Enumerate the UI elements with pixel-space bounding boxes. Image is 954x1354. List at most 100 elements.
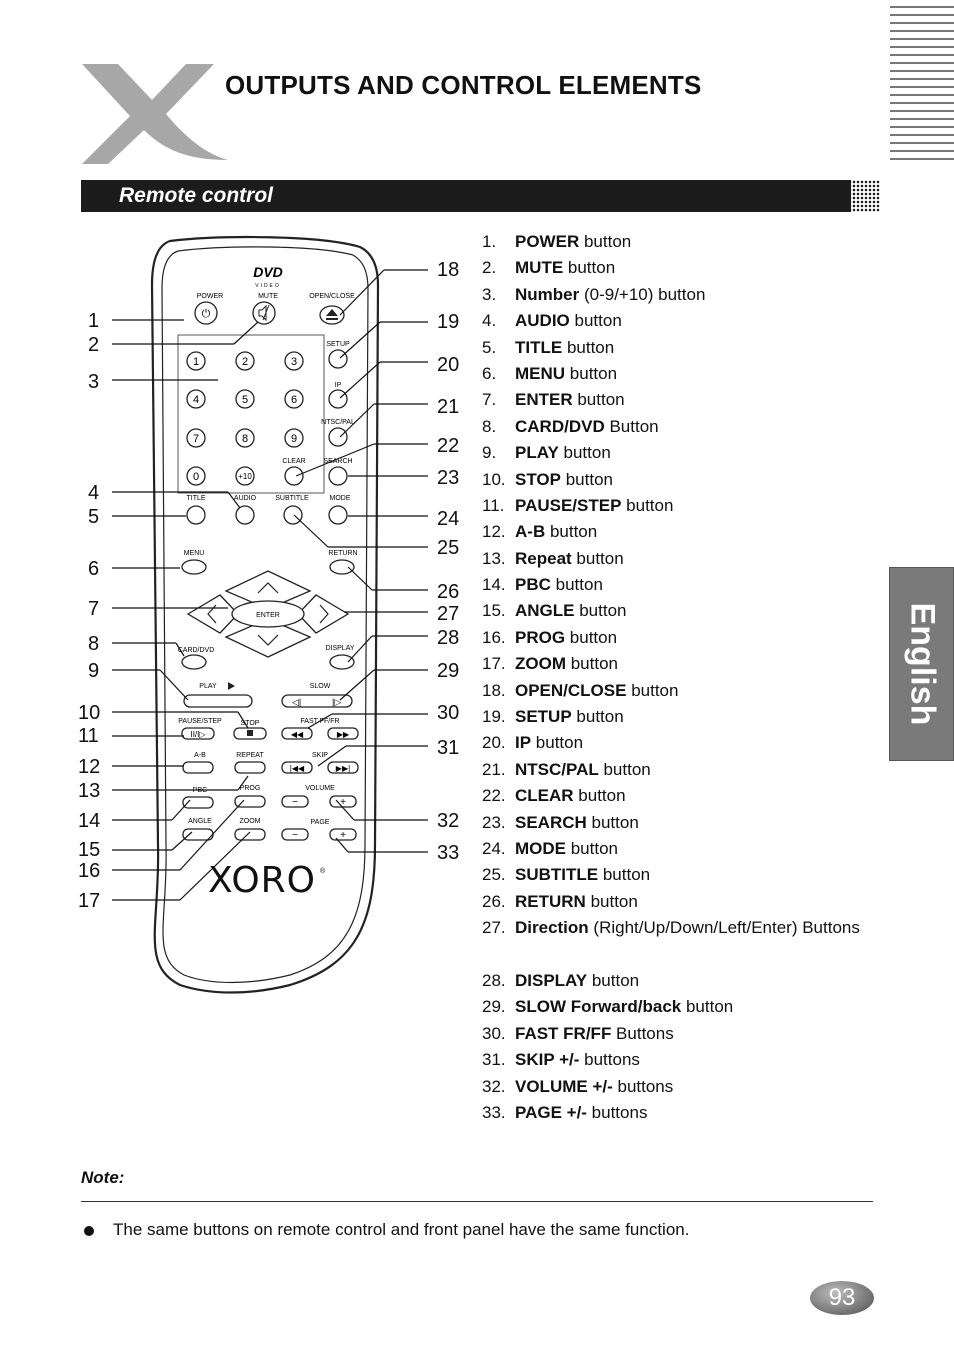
- card-dvd-button[interactable]: [181, 654, 207, 670]
- list-item: 15.ANGLE button: [482, 601, 627, 621]
- power-label: POWER: [197, 293, 223, 300]
- clear-button[interactable]: [284, 466, 304, 486]
- callout-number: 27: [437, 603, 460, 625]
- digit-plus10-label: +10: [238, 472, 252, 481]
- prog-button[interactable]: [234, 795, 266, 808]
- digit-6-button[interactable]: [284, 389, 304, 409]
- pause-step-button[interactable]: [181, 727, 215, 740]
- digit-7-button[interactable]: [186, 428, 206, 448]
- play-icon: [228, 682, 235, 690]
- list-item: 7.ENTER button: [482, 390, 625, 410]
- digit-2-button[interactable]: [235, 351, 255, 371]
- callout-number: 32: [437, 810, 460, 832]
- enter-button[interactable]: [231, 600, 305, 628]
- digit-3-button[interactable]: [284, 351, 304, 371]
- list-item: 30.FAST FR/FF Buttons: [482, 1023, 674, 1043]
- menu-button[interactable]: [181, 559, 207, 575]
- fast-forward-button[interactable]: [327, 727, 359, 740]
- setup-button[interactable]: [328, 349, 348, 369]
- callout-number: 5: [88, 506, 100, 528]
- audio-label: AUDIO: [234, 495, 257, 502]
- mode-button[interactable]: [328, 505, 348, 525]
- repeat-button[interactable]: [234, 761, 266, 774]
- remote-inner-outline: [161, 246, 369, 984]
- volume-label: VOLUME: [305, 785, 335, 792]
- angle-button[interactable]: [182, 828, 214, 841]
- digit-0-button[interactable]: [186, 466, 206, 486]
- volume-minus-icon: −: [292, 797, 298, 808]
- callout-number: 8: [88, 633, 100, 655]
- page-minus-icon: −: [292, 830, 298, 841]
- power-button[interactable]: [194, 301, 218, 325]
- digit-5-button[interactable]: [235, 389, 255, 409]
- registered-mark: ®: [320, 867, 326, 875]
- stop-label: STOP: [241, 720, 260, 727]
- digit-plus10-button[interactable]: [235, 466, 255, 486]
- callout-number: 25: [437, 537, 460, 559]
- list-item: 1.POWER button: [482, 232, 632, 251]
- play-button[interactable]: [183, 694, 253, 708]
- return-button[interactable]: [329, 559, 355, 575]
- list-item: 8.CARD/DVD Button: [482, 416, 659, 436]
- menu-label: MENU: [184, 550, 205, 557]
- page-down-button[interactable]: [281, 828, 309, 841]
- fast-reverse-icon: ◀◀: [291, 730, 304, 739]
- clear-label: CLEAR: [282, 458, 305, 465]
- callout-number: 21: [437, 396, 460, 418]
- fast-reverse-button[interactable]: [281, 727, 313, 740]
- down-arrow-icon: [257, 634, 279, 646]
- slow-back-icon: ◁|: [292, 697, 301, 707]
- list-item: 22.CLEAR button: [482, 786, 626, 806]
- stop-icon: [247, 730, 253, 736]
- search-button[interactable]: [328, 466, 348, 486]
- remote-control-illustration: DVD VIDEO POWER ⏻ MUTE OPEN/CLOSE SETUP …: [150, 235, 380, 994]
- callout-number: 30: [437, 702, 460, 724]
- subtitle-button[interactable]: [283, 505, 303, 525]
- setup-label: SETUP: [326, 341, 350, 348]
- callout-number: 18: [437, 259, 460, 281]
- a-b-button[interactable]: [182, 761, 214, 774]
- audio-button[interactable]: [235, 505, 255, 525]
- eject-icon: [326, 309, 338, 320]
- digit-4-label: 4: [193, 394, 199, 406]
- pbc-button[interactable]: [182, 796, 214, 809]
- digit-8-button[interactable]: [235, 428, 255, 448]
- mute-button[interactable]: [252, 301, 276, 325]
- zoom-button[interactable]: [234, 828, 266, 841]
- display-button[interactable]: [329, 654, 355, 670]
- direction-pad: ENTER: [186, 570, 350, 658]
- ip-button[interactable]: [328, 389, 348, 409]
- list-item: 24.MODE button: [482, 838, 618, 858]
- digit-4-button[interactable]: [186, 389, 206, 409]
- page-label: PAGE: [311, 819, 330, 826]
- list-item: 27.Direction (Right/Up/Down/Left/Enter) …: [482, 918, 860, 938]
- list-item: 13.Repeat button: [482, 548, 624, 568]
- callout-number: 16: [78, 860, 101, 882]
- return-label: RETURN: [328, 550, 357, 557]
- enter-label: ENTER: [256, 612, 280, 619]
- title-button[interactable]: [186, 505, 206, 525]
- callout-number: 28: [437, 627, 460, 649]
- digit-5-label: 5: [242, 394, 248, 406]
- digit-8-label: 8: [242, 433, 248, 445]
- language-tab[interactable]: English: [889, 567, 954, 761]
- volume-down-button[interactable]: [281, 795, 309, 808]
- right-arrow-icon: [319, 604, 329, 624]
- ntsc-pal-label: NTSC/PAL: [321, 419, 355, 426]
- skip-label: SKIP: [312, 752, 328, 759]
- display-label: DISPLAY: [325, 645, 354, 652]
- skip-back-button[interactable]: [281, 761, 313, 774]
- open-close-label: OPEN/CLOSE: [309, 293, 355, 300]
- note-label: Note:: [81, 1168, 125, 1187]
- slow-forward-icon: |▷: [332, 697, 341, 707]
- digit-1-button[interactable]: [186, 351, 206, 371]
- slow-button[interactable]: [281, 694, 353, 708]
- digit-9-button[interactable]: [284, 428, 304, 448]
- digit-7-label: 7: [193, 433, 199, 445]
- list-item: 5.TITLE button: [482, 337, 615, 357]
- mute-label: MUTE: [258, 293, 278, 300]
- brand-logo: [82, 64, 228, 164]
- list-item: 10.STOP button: [482, 469, 613, 489]
- ntsc-pal-button[interactable]: [328, 427, 348, 447]
- callout-number: 29: [437, 660, 460, 682]
